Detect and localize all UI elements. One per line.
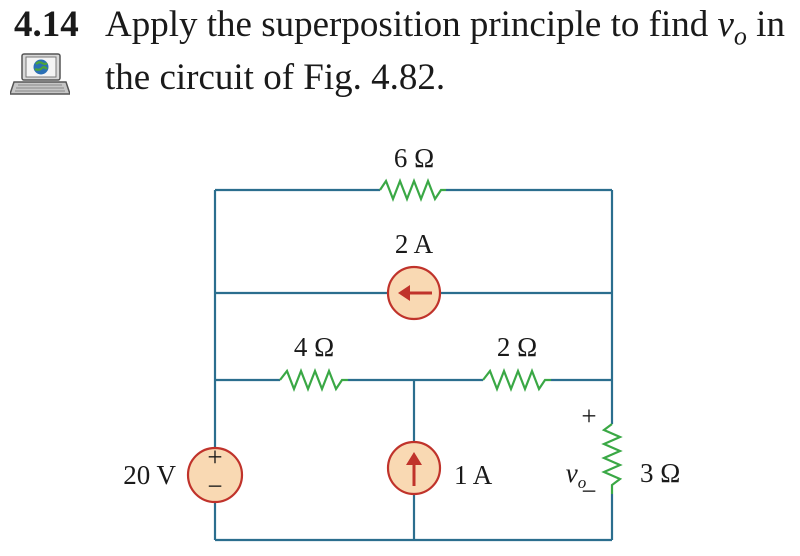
label-2-a: 2 A <box>395 229 434 259</box>
problem-statement: 4.14 Apply the superposition principle t… <box>10 4 790 98</box>
label-4-ohm: 4 Ω <box>294 332 334 362</box>
current-source-1a <box>386 440 442 496</box>
label-vo-variable: vo <box>566 458 586 492</box>
laptop-icon <box>10 53 70 95</box>
label-2-ohm: 2 Ω <box>497 332 537 362</box>
current-source-2a <box>386 265 442 321</box>
label-1-a: 1 A <box>454 460 493 490</box>
label-vo-plus: + <box>581 401 596 431</box>
label-vo-minus: − <box>581 476 596 506</box>
resistor-4-ohm <box>279 367 348 393</box>
label-20-v: 20 V <box>123 460 176 490</box>
wires <box>213 188 614 542</box>
resistor-3-ohm <box>601 423 623 494</box>
voltage-source-20v: + − <box>186 442 244 504</box>
label-vo-var: v <box>566 458 578 488</box>
label-6-ohm: 6 Ω <box>394 143 434 173</box>
problem-number: 4.14 <box>14 4 79 45</box>
label-vo-sub: o <box>578 473 587 492</box>
problem-text: Apply the superposition principle to fin… <box>105 4 790 99</box>
resistor-2-ohm <box>482 367 551 393</box>
label-3-ohm: 3 Ω <box>640 458 680 488</box>
problem-text-end: in the circuit of Fig. 4.82. <box>105 4 785 99</box>
resistor-6-ohm <box>379 177 446 203</box>
source-plus-sign: + <box>207 442 222 472</box>
problem-variable: v <box>717 4 734 45</box>
problem-text-start: Apply the superposition principle to fin… <box>105 4 718 45</box>
problem-variable-subscript: o <box>733 21 747 51</box>
source-minus-sign: − <box>207 471 222 501</box>
